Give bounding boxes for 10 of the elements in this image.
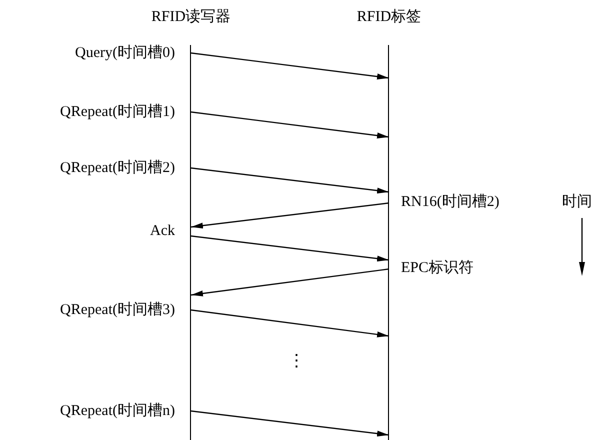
lifeline-label: RFID读写器 bbox=[150, 8, 232, 26]
edge-label: RN16(时间槽2) bbox=[400, 193, 500, 211]
edge-label: EPC标识符 bbox=[400, 259, 475, 277]
edge-label: QRepeat(时间槽1) bbox=[59, 103, 176, 121]
edge-label: QRepeat(时间槽2) bbox=[59, 159, 176, 177]
time-label: 时间 bbox=[561, 193, 593, 211]
edge-label: QRepeat(时间槽n) bbox=[59, 402, 176, 420]
lifeline-label: RFID标签 bbox=[356, 8, 422, 26]
edge-label: QRepeat(时间槽3) bbox=[59, 301, 176, 319]
edge-label: Query(时间槽0) bbox=[74, 44, 176, 62]
